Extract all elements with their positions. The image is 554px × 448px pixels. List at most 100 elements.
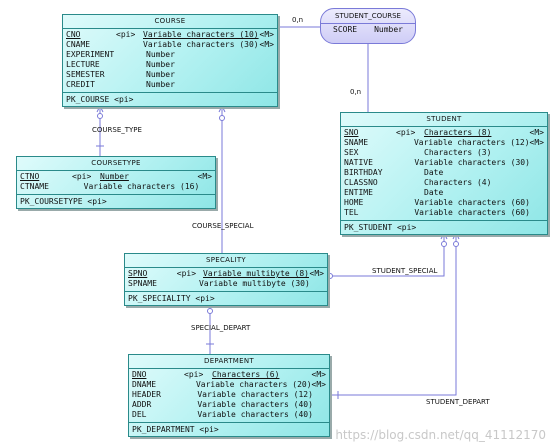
entity-speciality[interactable]: SPECALITY SPNO<pi>Variable multibyte (8)… xyxy=(124,253,328,306)
attr-name: SNAME xyxy=(344,138,369,147)
attr-name: DEL xyxy=(132,410,147,419)
attr-identifier xyxy=(174,400,197,410)
attr-mandatory xyxy=(258,70,274,80)
card-course-sc: 0,n xyxy=(292,16,304,24)
association-student-course[interactable]: STUDENT_COURSE SCORE Number xyxy=(320,8,416,44)
attr-mandatory: <M> xyxy=(197,172,212,181)
attr-name: HOME xyxy=(344,198,364,207)
attr-identifier xyxy=(396,148,424,158)
attr-mandatory xyxy=(313,400,326,410)
attribute-row: SNO<pi>Characters (8)<M> xyxy=(344,128,544,138)
attr-identifier xyxy=(174,380,196,390)
attr-mandatory xyxy=(258,60,274,70)
primary-key: PK_SPECIALITY <pi> xyxy=(125,291,327,305)
attr-identifier xyxy=(389,138,413,148)
attr-name: TEL xyxy=(344,208,359,217)
attr-mandatory xyxy=(530,208,544,218)
attr-name: CREDIT xyxy=(66,80,95,89)
attr-name: SPNAME xyxy=(128,279,157,288)
attr-type: Number xyxy=(146,70,175,79)
attribute-row: HOME Variable characters (60) xyxy=(344,198,544,208)
attribute-row: SPNAME Variable multibyte (30) xyxy=(128,279,324,289)
attribute-row: DNO<pi>Characters (6)<M> xyxy=(132,370,326,380)
attr-mandatory: <M> xyxy=(311,370,326,379)
entity-course[interactable]: COURSE CNO<pi>Variable characters (10)<M… xyxy=(62,14,278,107)
attr-type: Characters (4) xyxy=(424,178,492,187)
attr-mandatory xyxy=(310,279,324,289)
attribute-row: CTNO<pi>Number<M> xyxy=(20,172,212,182)
attr-identifier: <pi> xyxy=(116,30,136,39)
attr-type: Variable characters (12) xyxy=(413,138,530,147)
primary-key: PK_COURSETYPE <pi> xyxy=(17,194,215,208)
attr-type: Variable characters (20) xyxy=(195,380,312,389)
attr-name: CNAME xyxy=(66,40,91,49)
attr-mandatory: <M> xyxy=(529,138,544,147)
attr-type: Variable characters (40) xyxy=(197,410,313,419)
attr-name: BIRTHDAY xyxy=(344,168,383,177)
attribute-row: EXPERIMENT Number xyxy=(66,50,274,60)
attr-name: SNO xyxy=(344,128,359,137)
attribute-row: DNAME Variable characters (20)<M> xyxy=(132,380,326,390)
attr-type: Number xyxy=(146,50,175,59)
attr-type: Variable multibyte (30) xyxy=(199,279,310,288)
attr-identifier xyxy=(61,182,83,192)
attr-identifier xyxy=(390,198,415,208)
attr-name: ENTIME xyxy=(344,188,373,197)
line-speciality-student xyxy=(326,233,445,277)
attr-identifier: <pi> xyxy=(72,172,92,181)
attr-mandatory: <M> xyxy=(529,128,544,137)
attribute-row: HEADER Variable characters (12) xyxy=(132,390,326,400)
label-course-special: COURSE_SPECIAL xyxy=(192,222,254,230)
attr-mandatory: <M> xyxy=(311,380,326,389)
attr-name: HEADER xyxy=(132,390,161,399)
attr-mandatory xyxy=(528,168,544,178)
attr-identifier xyxy=(116,40,143,50)
attribute-row: SPNO<pi>Variable multibyte (8)<M> xyxy=(128,269,324,279)
attr-type: Variable characters (60) xyxy=(414,198,530,207)
attribute-row: SNAME Variable characters (12)<M> xyxy=(344,138,544,148)
attr-mandatory: <M> xyxy=(259,30,274,39)
attr-identifier xyxy=(396,178,424,188)
label-student-special: STUDENT_SPECIAL xyxy=(372,267,438,275)
attr-mandatory xyxy=(199,182,212,192)
line-student-department xyxy=(328,233,457,396)
label-course-type: COURSE_TYPE xyxy=(92,126,142,134)
label-student-depart: STUDENT_DEPART xyxy=(426,398,490,406)
attr-mandatory xyxy=(530,158,544,168)
attr-identifier xyxy=(396,188,424,198)
attr-mandatory xyxy=(258,80,274,90)
attr-type: Variable characters (60) xyxy=(414,208,530,217)
entity-department[interactable]: DEPARTMENT DNO<pi>Characters (6)<M>DNAME… xyxy=(128,354,330,437)
label-special-depart: SPECIAL_DEPART xyxy=(191,324,251,332)
attr-type: Variable characters (12) xyxy=(197,390,313,399)
attr-name: NATIVE xyxy=(344,158,373,167)
attr-mandatory xyxy=(313,390,326,400)
attr-name: SPNO xyxy=(128,269,148,278)
attr-name: DNAME xyxy=(132,380,157,389)
primary-key: PK_COURSE <pi> xyxy=(63,92,277,106)
entity-title: STUDENT xyxy=(341,113,547,127)
attr-type: Characters (8) xyxy=(424,128,492,137)
attr-mandatory: <M> xyxy=(309,269,324,278)
attr-mandatory xyxy=(530,198,544,208)
attr-mandatory xyxy=(313,410,326,420)
attr-type: Number xyxy=(146,80,175,89)
attr-identifier: <pi> xyxy=(176,269,197,278)
attr-name: EXPERIMENT xyxy=(66,50,115,59)
attr-type: Variable characters (30) xyxy=(143,40,259,49)
primary-key: PK_STUDENT <pi> xyxy=(341,220,547,234)
association-title: STUDENT_COURSE xyxy=(321,9,415,24)
